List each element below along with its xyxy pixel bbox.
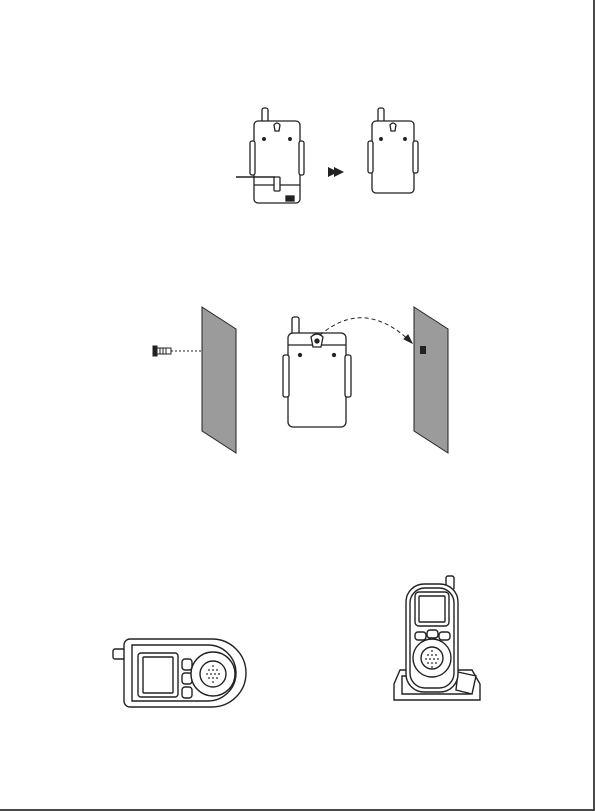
arrow-right-icon (328, 167, 344, 177)
wall-panel-with-screw (414, 307, 448, 453)
monitor-back-with-clip (236, 108, 304, 203)
monitor-lying-flat (108, 625, 248, 715)
wall-panel (202, 307, 236, 453)
monitor-back-without-clip (368, 108, 418, 193)
step-remove-belt-clip (228, 105, 428, 210)
step-wall-mount (150, 305, 460, 455)
monitor-standing-on-stand (388, 572, 488, 712)
monitor-back-keyhole (283, 317, 351, 427)
screw-icon (153, 346, 202, 356)
